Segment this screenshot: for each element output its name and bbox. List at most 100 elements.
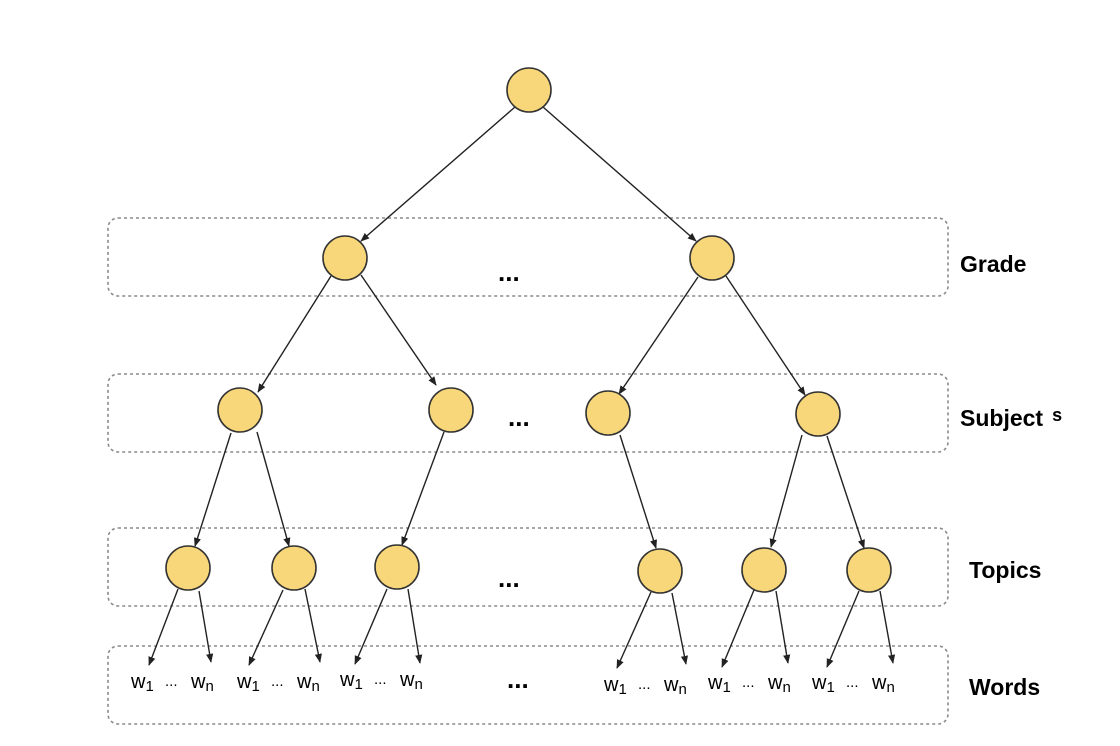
edge — [198, 590, 214, 663]
word-dots: ... — [742, 674, 755, 691]
topic-node — [637, 548, 683, 594]
svg-text:wn: wn — [399, 669, 423, 693]
root-node — [506, 67, 552, 113]
subject-node — [428, 387, 474, 433]
word-last-subscript: n — [414, 676, 422, 693]
word-group: w1 ... wn — [339, 669, 423, 693]
topics-level-box — [107, 527, 949, 607]
edge — [257, 275, 332, 393]
grade-ellipsis: ... — [498, 257, 520, 287]
word-dots: ... — [846, 674, 859, 691]
svg-text:w1: w1 — [603, 674, 627, 698]
tree-nodes — [165, 67, 892, 594]
word-first: w — [339, 669, 355, 691]
word-first: w — [130, 671, 146, 693]
subject-node — [217, 387, 263, 433]
word-last: w — [767, 672, 783, 694]
svg-text:wn: wn — [190, 671, 214, 695]
edge — [619, 434, 657, 549]
edge — [401, 431, 445, 546]
grade-node — [322, 235, 368, 281]
svg-text:w1: w1 — [130, 671, 154, 695]
word-first-subscript: 1 — [145, 678, 153, 695]
word-group: w1 ... wn — [707, 672, 791, 696]
word-first-subscript: 1 — [251, 678, 259, 695]
word-first-subscript: 1 — [618, 681, 626, 698]
word-first: w — [707, 672, 723, 694]
edge — [304, 588, 322, 663]
edge — [248, 589, 284, 666]
edge — [721, 589, 755, 668]
edge — [407, 588, 423, 664]
word-last-subscript: n — [678, 681, 686, 698]
edge — [360, 106, 516, 242]
word-group: w1 ... wn — [811, 672, 895, 696]
topics-ellipsis: ... — [498, 563, 520, 593]
edge — [618, 276, 699, 395]
word-first-subscript: 1 — [354, 676, 362, 693]
word-dots: ... — [165, 673, 178, 690]
svg-text:wn: wn — [871, 672, 895, 696]
subject-node — [585, 390, 631, 436]
edge — [826, 435, 865, 549]
edge — [256, 431, 291, 547]
edge — [671, 592, 688, 665]
word-last-subscript: n — [886, 679, 894, 696]
svg-text:wn: wn — [767, 672, 791, 696]
edge — [616, 591, 652, 669]
tree-edges — [148, 106, 896, 669]
topic-node — [374, 544, 420, 590]
word-last: w — [296, 671, 312, 693]
svg-text:w1: w1 — [707, 672, 731, 696]
svg-text:wn: wn — [663, 674, 687, 698]
words-label: Words — [969, 674, 1040, 700]
word-last: w — [663, 674, 679, 696]
edge — [769, 434, 803, 548]
words-ellipsis: ... — [507, 664, 529, 694]
word-first: w — [603, 674, 619, 696]
grade-node — [689, 235, 735, 281]
word-dots: ... — [374, 671, 387, 688]
word-group: w1 ... wn — [236, 671, 320, 695]
svg-text:wn: wn — [296, 671, 320, 695]
svg-text:w1: w1 — [811, 672, 835, 696]
svg-text:w1: w1 — [339, 669, 363, 693]
topic-node — [271, 545, 317, 591]
grade-label: Grade — [960, 251, 1026, 277]
word-first: w — [236, 671, 252, 693]
edge — [879, 590, 896, 664]
word-last: w — [871, 672, 887, 694]
word-dots: ... — [638, 676, 651, 693]
word-last-subscript: n — [205, 678, 213, 695]
word-last-subscript: n — [782, 679, 790, 696]
edge — [725, 275, 806, 396]
topic-node — [741, 547, 787, 593]
edge — [360, 274, 437, 386]
grade-level-box — [107, 217, 949, 297]
word-dots: ... — [271, 673, 284, 690]
topics-label: Topics — [969, 557, 1041, 583]
subjects-label-suffix: s — [1052, 405, 1062, 425]
edge — [826, 590, 860, 668]
word-last-subscript: n — [311, 678, 319, 695]
edge — [148, 588, 179, 666]
subject-node — [795, 391, 841, 437]
topic-node — [165, 545, 211, 591]
word-last: w — [190, 671, 206, 693]
subjects-label-main: Subject — [960, 405, 1043, 431]
svg-text:w1: w1 — [236, 671, 260, 695]
topic-node — [846, 547, 892, 593]
subjects-ellipsis: ... — [508, 402, 530, 432]
word-first: w — [811, 672, 827, 694]
words-level-box — [107, 645, 949, 725]
subjects-level-box — [107, 373, 949, 453]
subjects-label: Subject s — [960, 405, 1062, 431]
edge — [542, 106, 697, 242]
edge — [354, 588, 388, 665]
edge — [775, 590, 791, 664]
word-first-subscript: 1 — [722, 679, 730, 696]
edge — [194, 432, 232, 547]
word-first-subscript: 1 — [826, 679, 834, 696]
